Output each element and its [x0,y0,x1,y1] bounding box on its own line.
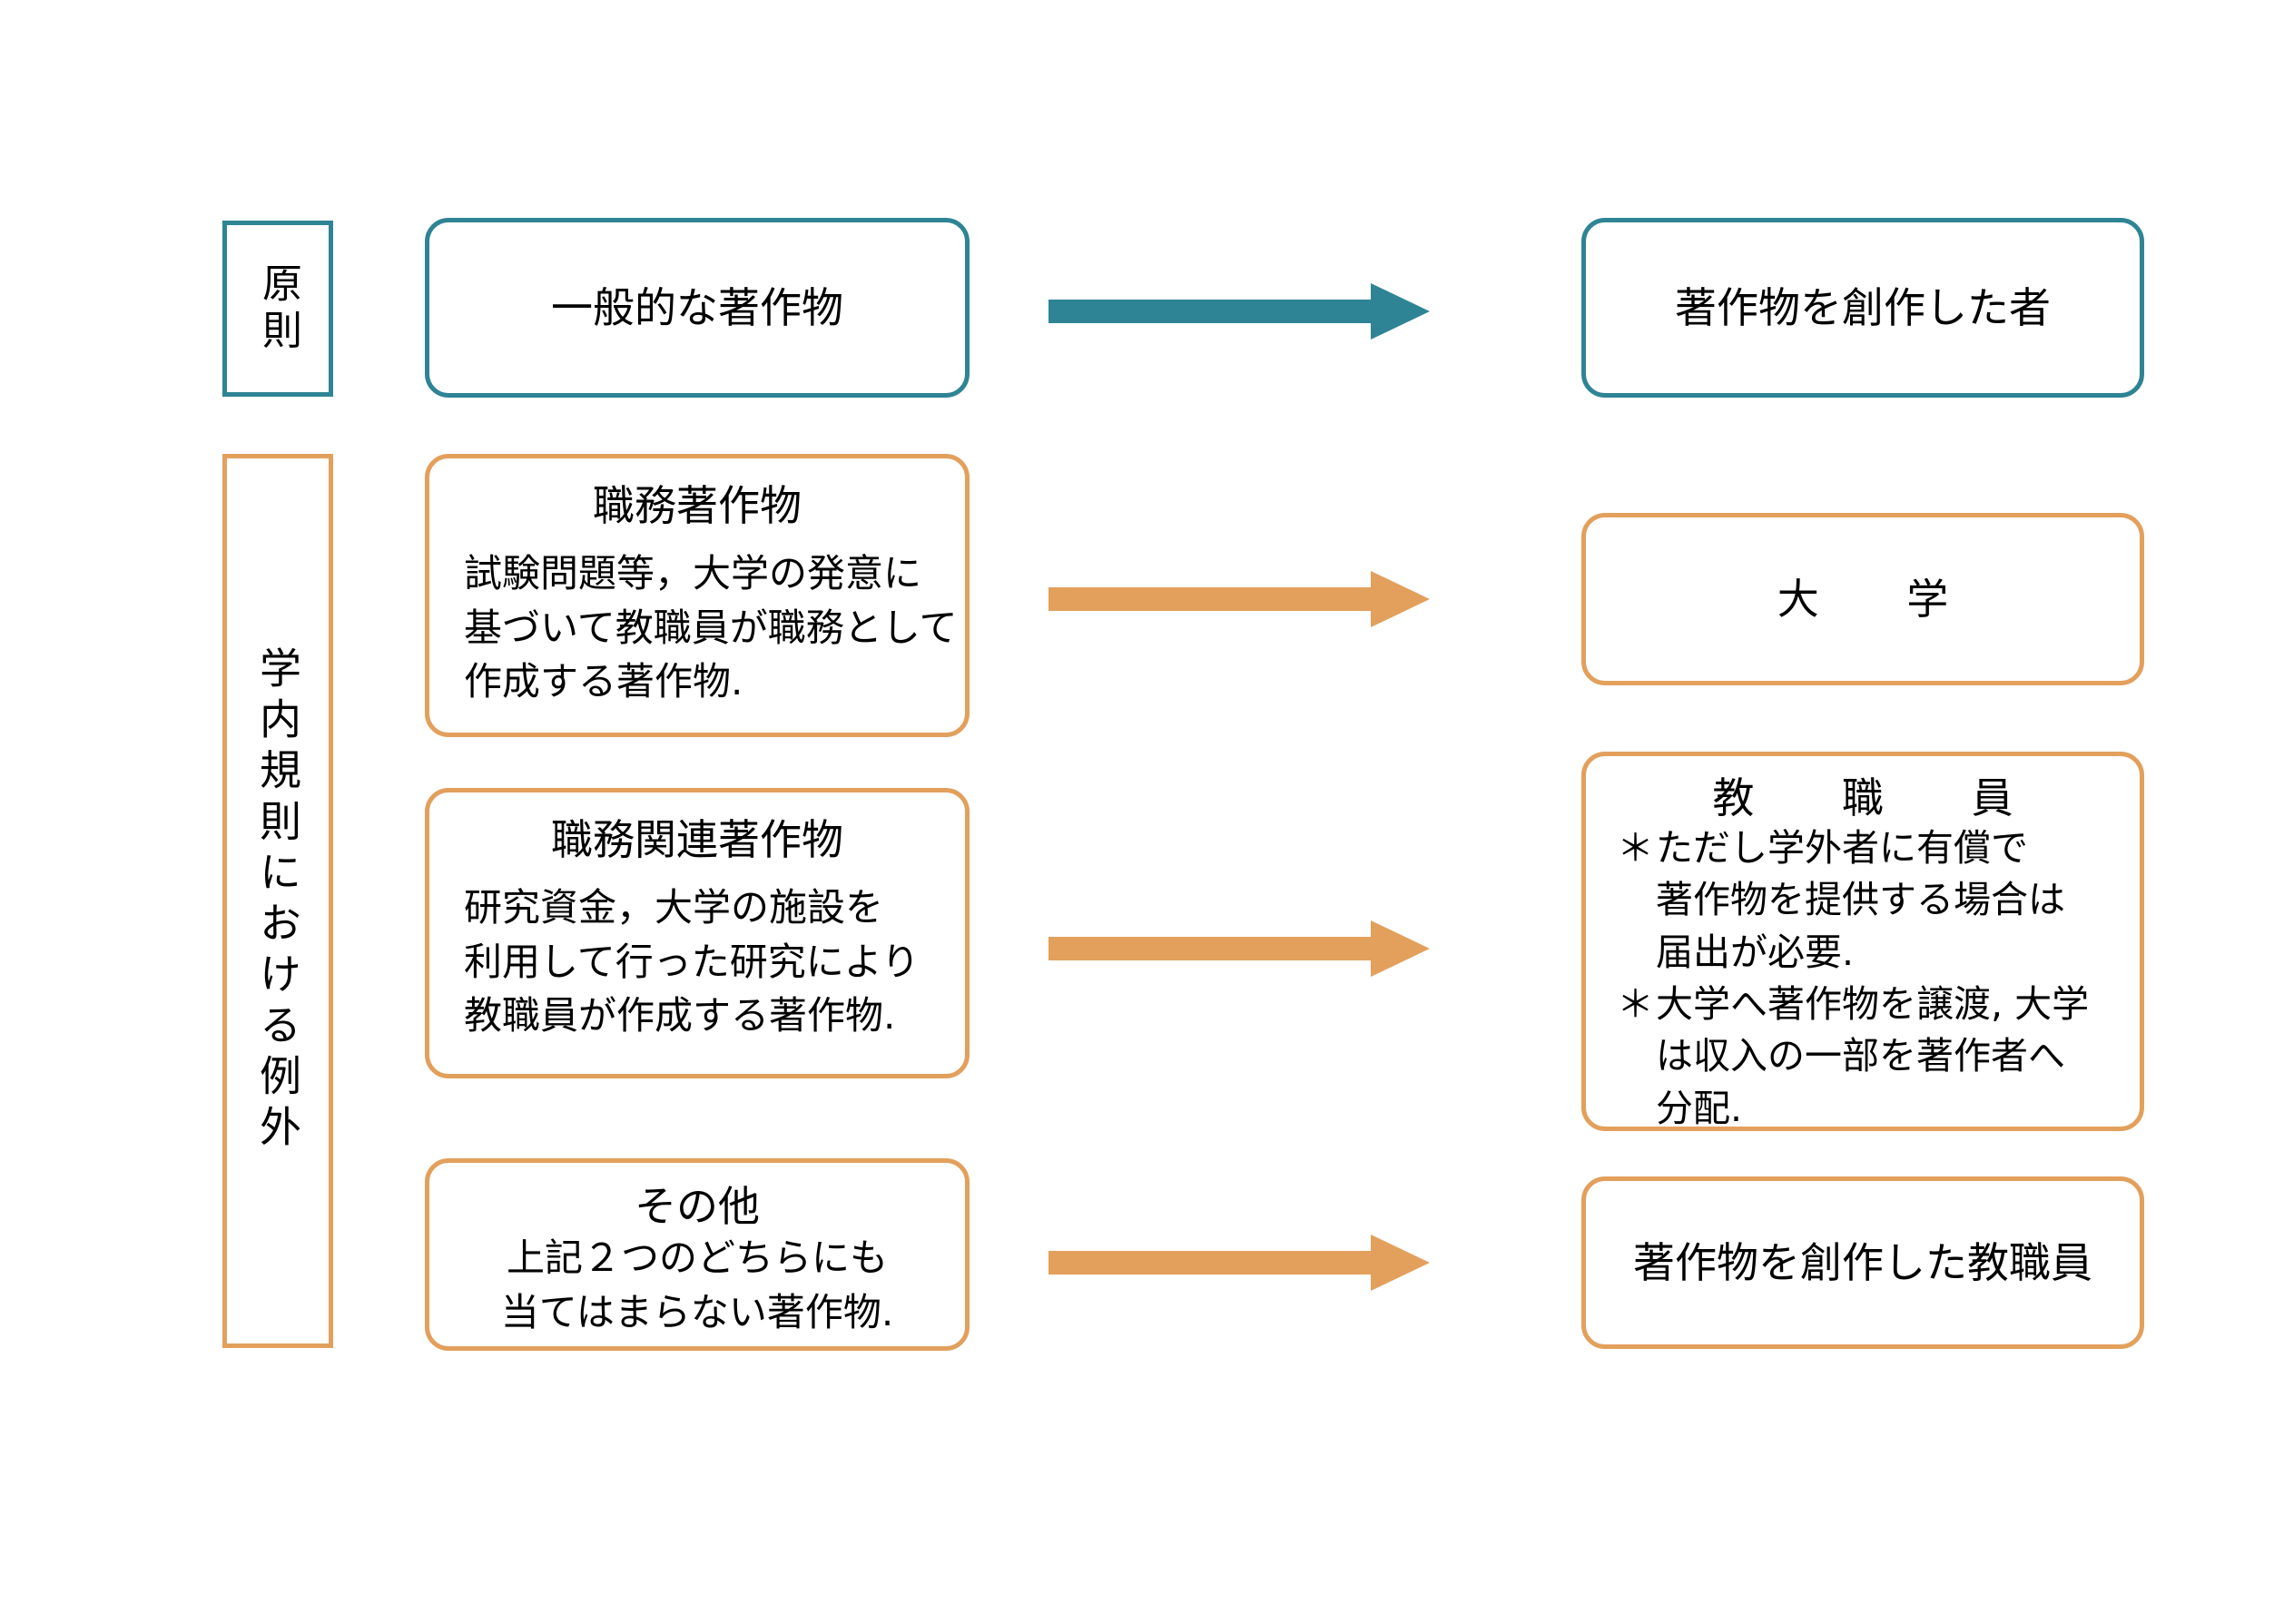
source-box-work-for-hire[interactable]: 職務著作物 試験問題等，大学の発意に 基づいて教職員が職務として 作成する著作物… [425,454,970,737]
category-box-principle: 原則 [222,221,333,397]
target-title-creator-faculty: 著作物を創作した教職員 [1633,1237,2092,1287]
source-title-other: その他 [635,1182,760,1231]
note-item: ＊ 大学へ著作物を譲渡, 大学 は収入の一部を著作者へ 分配. [1617,979,2089,1135]
note-marker-icon: ＊ [1617,982,1654,1027]
arrow-right-orange-work-for-hire [1048,571,1430,627]
target-box-creator[interactable]: 著作物を創作した者 [1581,218,2144,398]
source-body-other: 上記２つのどちらにも 当てはまらない著作物. [500,1235,894,1334]
category-box-exception: 学内規則における例外 [222,454,333,1348]
source-body-work-for-hire: 試験問題等，大学の発意に 基づいて教職員が職務として 作成する著作物. [464,550,958,704]
note-marker-icon: ＊ [1617,825,1654,870]
target-notes-faculty-staff: ＊ ただし学外者に有償で 著作物を提供する場合は 届出が必要. ＊ 大学へ著作物… [1617,822,2089,1135]
target-box-faculty-staff[interactable]: 教 職 員 ＊ ただし学外者に有償で 著作物を提供する場合は 届出が必要. ＊ … [1581,752,2144,1131]
target-title-creator: 著作物を創作した者 [1675,282,2051,332]
source-box-work-related[interactable]: 職務関連著作物 研究資金，大学の施設を 利用して行った研究により 教職員が作成す… [425,788,970,1078]
target-title-university: 大 学 [1777,574,1972,624]
arrow-right-orange-work-related [1048,920,1430,977]
source-title-work-for-hire: 職務著作物 [593,481,802,530]
source-box-general-work[interactable]: 一般的な著作物 [425,218,970,398]
source-title-general-work: 一般的な著作物 [551,282,843,332]
source-box-other[interactable]: その他 上記２つのどちらにも 当てはまらない著作物. [425,1158,970,1351]
target-title-faculty-staff: 教 職 員 [1712,773,2036,822]
category-label-principle: 原則 [255,261,301,356]
note-item: ＊ ただし学外者に有償で 著作物を提供する場合は 届出が必要. [1617,822,2089,979]
category-label-exception: 学内規則における例外 [253,645,302,1156]
arrow-right-teal-principle [1048,283,1430,340]
source-body-work-related: 研究資金，大学の施設を 利用して行った研究により 教職員が作成する著作物. [464,884,920,1038]
note-text: 大学へ著作物を譲渡, 大学 は収入の一部を著作者へ 分配. [1656,982,2090,1130]
note-text: ただし学外者に有償で 著作物を提供する場合は 届出が必要. [1656,825,2065,974]
target-box-creator-faculty[interactable]: 著作物を創作した教職員 [1581,1176,2144,1349]
target-box-university[interactable]: 大 学 [1581,513,2144,685]
arrow-right-orange-other [1048,1235,1430,1291]
source-title-work-related: 職務関連著作物 [551,815,843,864]
